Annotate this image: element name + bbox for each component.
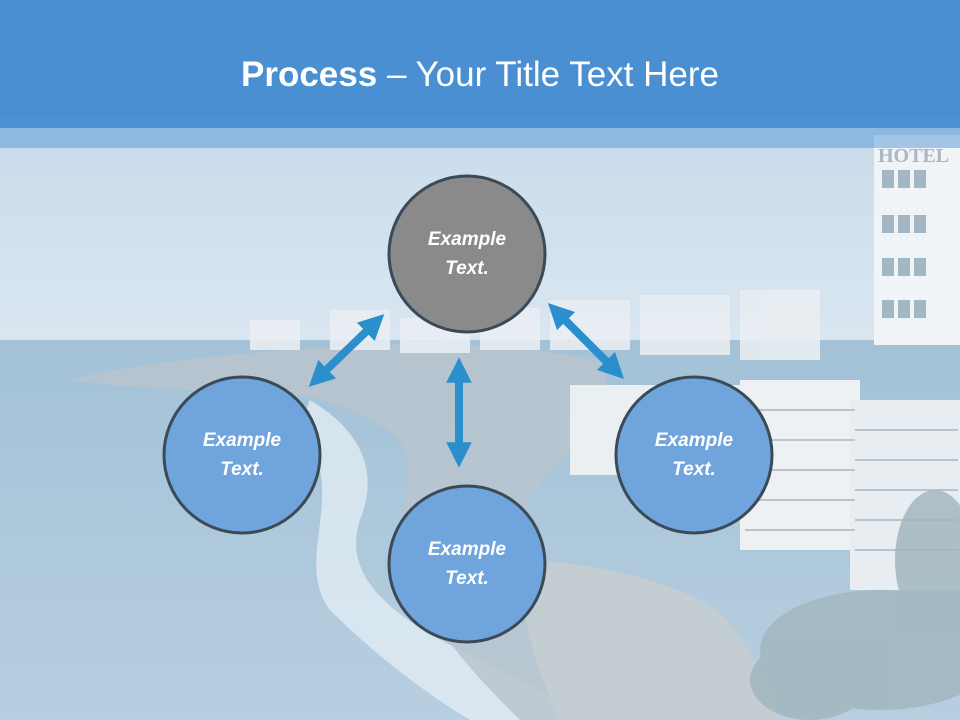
title-bold: Process	[241, 55, 378, 94]
bottom-node	[387, 484, 547, 644]
left-node-line1: Example	[202, 430, 282, 451]
connector-arrows	[308, 302, 625, 468]
bottom-node-line1: Example	[427, 539, 507, 560]
bottom-node-line2: Text.	[445, 568, 489, 589]
center-node-line2: Text.	[445, 258, 489, 279]
arrow-center-right	[547, 302, 625, 380]
left-node	[162, 375, 322, 535]
center-node-line1: Example	[427, 229, 507, 250]
hotel-tower: HOTEL	[874, 135, 960, 345]
center-node-text: Example Text.	[392, 225, 542, 283]
hotel-sign: HOTEL	[878, 145, 949, 167]
right-node-text: Example Text.	[619, 426, 769, 484]
palm-trees	[750, 490, 960, 720]
right-node	[614, 375, 774, 535]
left-node-line2: Text.	[220, 459, 264, 480]
title-band	[0, 0, 960, 128]
center-node	[387, 174, 547, 334]
bottom-node-text: Example Text.	[392, 535, 542, 593]
arrow-left-center	[308, 314, 385, 387]
title-band-fade	[0, 118, 960, 148]
surf	[306, 400, 590, 720]
title-rest: – Your Title Text Here	[377, 55, 719, 94]
page-title: Process – Your Title Text Here	[0, 52, 960, 98]
right-node-line2: Text.	[672, 459, 716, 480]
left-node-text: Example Text.	[167, 426, 317, 484]
right-node-line1: Example	[654, 430, 734, 451]
beach	[520, 560, 780, 720]
